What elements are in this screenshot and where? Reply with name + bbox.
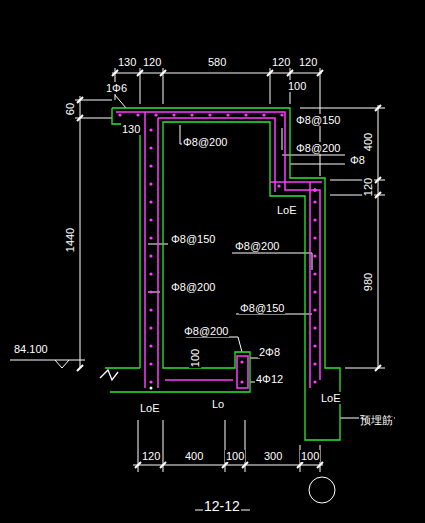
rebar-label: Φ8@200 — [170, 281, 216, 293]
dimension-text: 120 — [271, 56, 291, 68]
rebar-label: Φ8@150 — [239, 302, 285, 314]
rebar-label: Φ8@150 — [295, 114, 341, 126]
elevation-text: 84.100 — [13, 343, 49, 355]
rebar-label: Φ8@200 — [183, 325, 229, 337]
dimension-text: 130 — [121, 123, 141, 135]
rebar-label: Φ8@200 — [182, 136, 228, 148]
note-text: 预埋筋 — [359, 414, 394, 426]
dimension-text: 1440 — [64, 227, 76, 253]
dimension-text: 400 — [362, 132, 374, 152]
dimension-text: 120 — [141, 450, 161, 462]
rebar-label: 4Φ12 — [255, 373, 284, 385]
dimension-text: 100 — [300, 450, 320, 462]
rebar-label: Φ8 — [349, 154, 366, 166]
dimension-text: 120 — [142, 56, 162, 68]
anchorage-label: LoE — [276, 204, 298, 216]
dimension-text: 300 — [263, 450, 283, 462]
dimension-text: 120 — [298, 56, 318, 68]
anchorage-label: LoE — [139, 402, 161, 414]
dimension-text: 100 — [189, 348, 201, 368]
section-caption: 12-12 — [203, 498, 241, 514]
dimension-text: 100 — [225, 450, 245, 462]
rebar-label: 1Φ6 — [105, 82, 128, 94]
dimension-text: 130 — [117, 56, 137, 68]
dimension-text: 580 — [207, 56, 227, 68]
rebar-label: Φ8@150 — [170, 233, 216, 245]
anchorage-label: Lo — [211, 398, 225, 410]
anchorage-label: LoE — [320, 392, 342, 404]
rebar-label: Φ8@200 — [234, 240, 280, 252]
dimension-text: 100 — [287, 80, 307, 92]
dimension-text: 400 — [184, 450, 204, 462]
rebar-label: 2Φ8 — [258, 346, 281, 358]
dimension-text: 120 — [362, 177, 374, 197]
rebar-label: Φ8@200 — [295, 142, 341, 154]
dimension-text: 60 — [64, 102, 76, 116]
dimension-text: 980 — [362, 272, 374, 292]
